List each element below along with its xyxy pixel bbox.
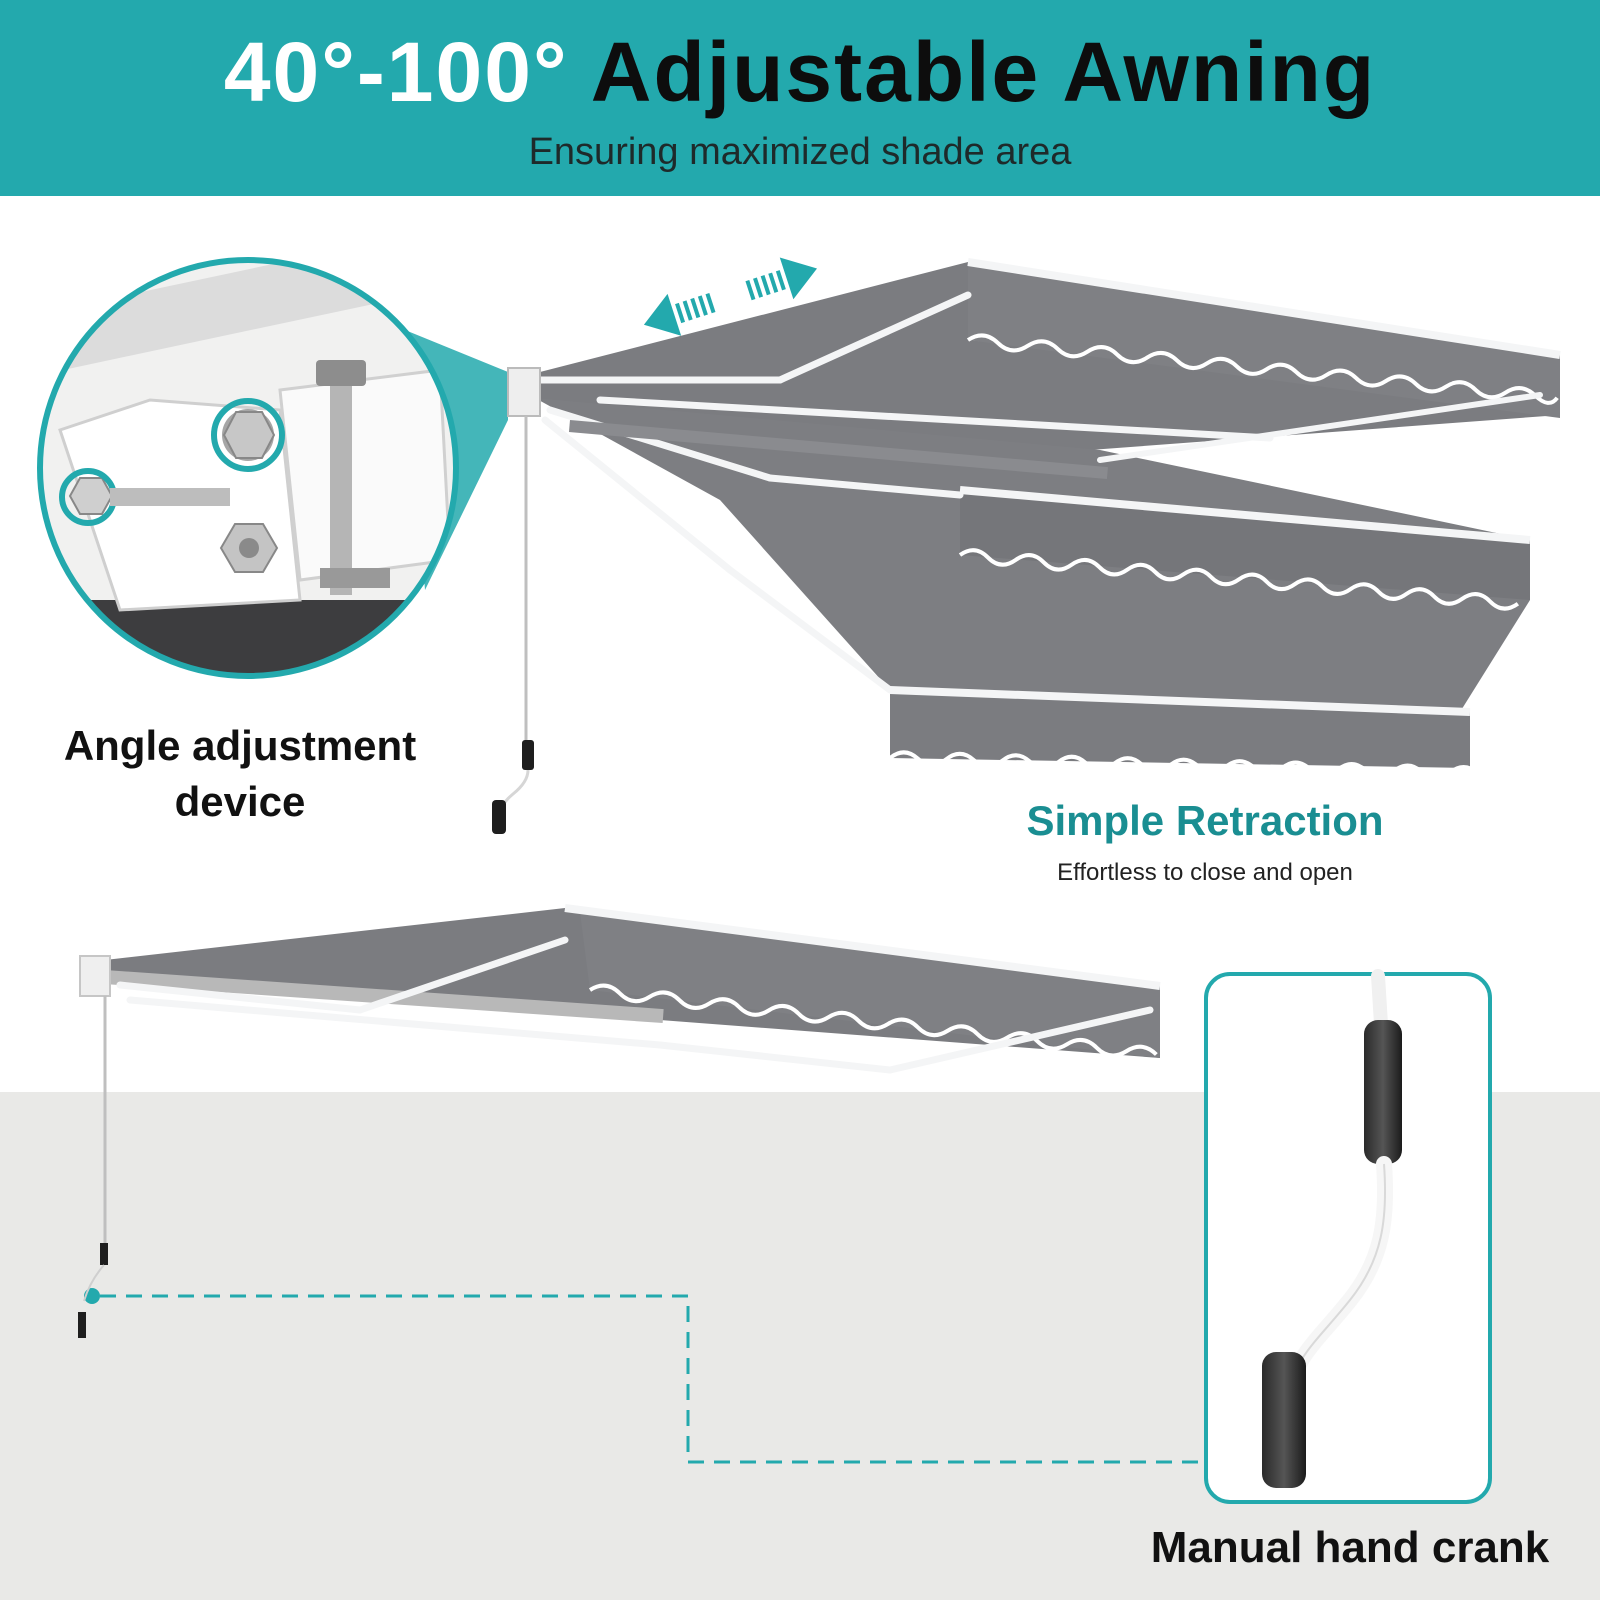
awning-bottom-extended [78,904,1161,1338]
crank-detail-frame [1204,972,1492,1504]
awning-upper-position [540,258,1561,450]
simple-retraction-heading: Simple Retraction [1026,797,1384,844]
page-subtitle: Ensuring maximized shade area [528,131,1072,173]
angle-adjustment-label-line2: device [174,778,306,825]
manual-crank-label: Manual hand crank [1150,1523,1550,1572]
angle-adjustment-detail [37,257,508,679]
awning-arms-upper [536,291,1543,694]
title-angle-range: 40°-100° [223,25,569,119]
page-title: 40°-100° Adjustable Awning [0,22,1600,122]
crank-callout-dashed-line [100,1294,1208,1464]
angle-adjustment-label: Angle adjustment device [20,718,460,830]
crank-handle-icon [492,740,534,834]
awning-wall-bracket-upper [507,367,541,740]
zoom-circle-frame [37,257,459,679]
double-arrow-icon [643,257,818,336]
simple-retraction-caption: Effortless to close and open [1057,859,1353,886]
awning-lower-position [535,398,1531,781]
header-banner: 40°-100° Adjustable Awning Ensuring maxi… [0,0,1600,196]
manual-crank-detail [1204,969,1492,1504]
angle-adjustment-label-line1: Angle adjustment [63,722,417,769]
title-main: Adjustable Awning [590,25,1377,119]
